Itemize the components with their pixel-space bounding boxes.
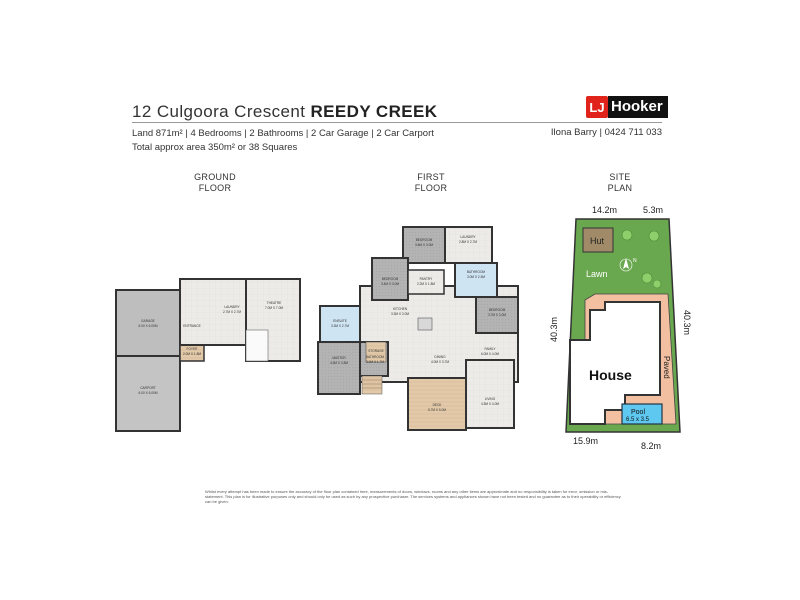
site-dim-top-left: 14.2m xyxy=(592,205,617,215)
first-bedroom3-room xyxy=(475,296,519,334)
logo-text: Hooker xyxy=(608,96,668,118)
first-master-size: 4.5m x 3.8m xyxy=(330,361,348,365)
ground-floor-plan: GARAGE 6.00 x 6.00m CARPORT 6.00 x 6.00m… xyxy=(115,278,301,432)
site-pool-size: 6.5 x 3.5 xyxy=(626,417,650,423)
first-pantry-label: PANTRY xyxy=(420,277,434,281)
first-bedroom1-size: 3.6m x 3.0m xyxy=(415,243,433,247)
first-bedroom2-size: 3.4m x 3.0m xyxy=(381,282,399,286)
first-floor-plan: BEDROOM 3.6m x 3.0m LAUNDRY 2.8m x 2.7m … xyxy=(317,226,519,431)
first-kitchen-island xyxy=(417,317,433,331)
first-family-size: 6.0m x 4.0m xyxy=(481,352,499,356)
first-storage-label: STORAGE xyxy=(368,349,384,353)
first-ensuite-label: ENSUITE xyxy=(333,319,347,323)
site-dim-bottom-right: 8.2m xyxy=(641,441,661,451)
first-living-size: 4.5m x 4.0m xyxy=(481,402,499,406)
first-bedroom1-label: BEDROOM xyxy=(416,238,433,242)
first-deck-label: DECK xyxy=(433,403,443,407)
site-dim-bottom-left: 15.9m xyxy=(573,436,598,446)
first-pantry-size: 2.2m x 1.8m xyxy=(417,282,435,286)
first-laundry-label: LAUNDRY xyxy=(460,235,476,239)
first-dining-size: 4.0m x 3.7m xyxy=(431,360,449,364)
site-plan-title-1: SITE xyxy=(609,172,631,182)
specs-line-1: Land 871m² | 4 Bedrooms | 2 Bathrooms | … xyxy=(132,128,434,139)
ground-foyer-label: FOYER xyxy=(187,347,199,351)
first-master-room xyxy=(317,341,361,395)
logo-mark: LJ xyxy=(586,96,608,118)
site-hut-label: Hut xyxy=(590,236,605,246)
site-plan-title-2: PLAN xyxy=(607,183,633,193)
first-bathroom2-label: BATHROOM xyxy=(366,355,385,359)
ground-floor-title-1: GROUND xyxy=(194,172,236,182)
first-ensuite-size: 3.3m x 2.7m xyxy=(331,324,349,328)
ground-entrance-label: ENTRANCE xyxy=(183,324,201,328)
first-laundry-size: 2.8m x 2.7m xyxy=(459,240,477,244)
ground-laundry-size: 2.7m x 2.7m xyxy=(223,310,241,314)
property-address: 12 Culgoora Crescent REEDY CREEK xyxy=(132,102,437,122)
first-bedroom3-label: BEDROOM xyxy=(489,308,506,312)
first-bathroom1-label: BATHROOM xyxy=(467,270,486,274)
site-dim-left: 40.3m xyxy=(549,317,559,342)
site-lawn-label: Lawn xyxy=(586,269,608,279)
first-bedroom3-size: 3.7m x 3.0m xyxy=(488,313,506,317)
site-house-label: House xyxy=(589,367,632,383)
first-storage-room xyxy=(365,341,387,363)
site-dim-top-right: 5.3m xyxy=(643,205,663,215)
ground-laundry-label: LAUNDRY xyxy=(224,305,240,309)
first-dining-label: DINING xyxy=(434,355,446,359)
ground-foyer-size: 2.0m x 1.8m xyxy=(183,352,201,356)
first-bedroom2-label: BEDROOM xyxy=(382,277,399,281)
site-trees xyxy=(621,229,662,289)
first-master-label: MASTER xyxy=(332,356,346,360)
ground-theatre-label: THEATRE xyxy=(267,301,282,305)
first-family-label: FAMILY xyxy=(484,347,496,351)
first-deck-room xyxy=(407,377,467,431)
first-pantry-room xyxy=(407,269,445,295)
ground-garage-label: GARAGE xyxy=(141,319,155,323)
site-hut xyxy=(582,227,614,253)
ground-theatre-nook xyxy=(245,329,269,362)
site-dim-right: 40.3m xyxy=(682,310,692,335)
specs-line-2: Total approx area 350m² or 38 Squares xyxy=(132,142,298,153)
first-floor-title-2: FLOOR xyxy=(414,183,448,193)
site-pool xyxy=(621,403,663,425)
ground-theatre-size: 7.0m x 7.0m xyxy=(265,306,283,310)
site-paved-label: Paved xyxy=(662,356,671,379)
ground-floor-title-2: FLOOR xyxy=(198,183,232,193)
address-suburb: REEDY CREEK xyxy=(310,102,438,121)
first-living-room xyxy=(465,359,515,429)
compass-icon: N xyxy=(619,258,637,272)
header-rule xyxy=(132,122,662,123)
first-bathroom1-room xyxy=(454,262,498,298)
site-house xyxy=(569,301,661,425)
first-laundry-room xyxy=(444,226,493,264)
ground-theatre-room xyxy=(245,278,301,362)
ground-carport-label: CARPORT xyxy=(140,386,156,390)
first-floor-title-1: FIRST xyxy=(417,172,445,182)
first-living-label: LIVING xyxy=(485,397,496,401)
first-kitchen-size: 3.3m x 3.0m xyxy=(391,312,409,316)
property-specs: Land 871m² | 4 Bedrooms | 2 Bathrooms | … xyxy=(132,127,434,155)
ground-carport-size: 6.00 x 6.00m xyxy=(139,391,158,395)
first-deck-size: 5.7m x 5.0m xyxy=(428,408,446,412)
site-plan: N Hut Lawn House Paved Pool 6.5 x 3.5 14… xyxy=(549,205,692,451)
first-bathroom1-size: 3.0m x 2.5m xyxy=(467,275,485,279)
compass-n: N xyxy=(633,258,637,264)
ground-garage-size: 6.00 x 6.00m xyxy=(139,324,158,328)
first-stairs xyxy=(361,375,383,395)
first-kitchen-label: KITCHEN xyxy=(393,307,408,311)
first-bathroom2-size: 3.0m x 1.7m xyxy=(366,360,384,364)
address-street: 12 Culgoora Crescent xyxy=(132,102,306,121)
ground-garage-room xyxy=(115,289,181,357)
agent-contact: Ilona Barry | 0424 711 033 xyxy=(550,127,662,138)
disclaimer: Whilst every attempt has been made to en… xyxy=(205,489,621,504)
site-pool-label: Pool xyxy=(631,409,645,416)
agency-logo: LJ Hooker xyxy=(586,96,668,118)
ground-carport-room xyxy=(115,355,181,432)
